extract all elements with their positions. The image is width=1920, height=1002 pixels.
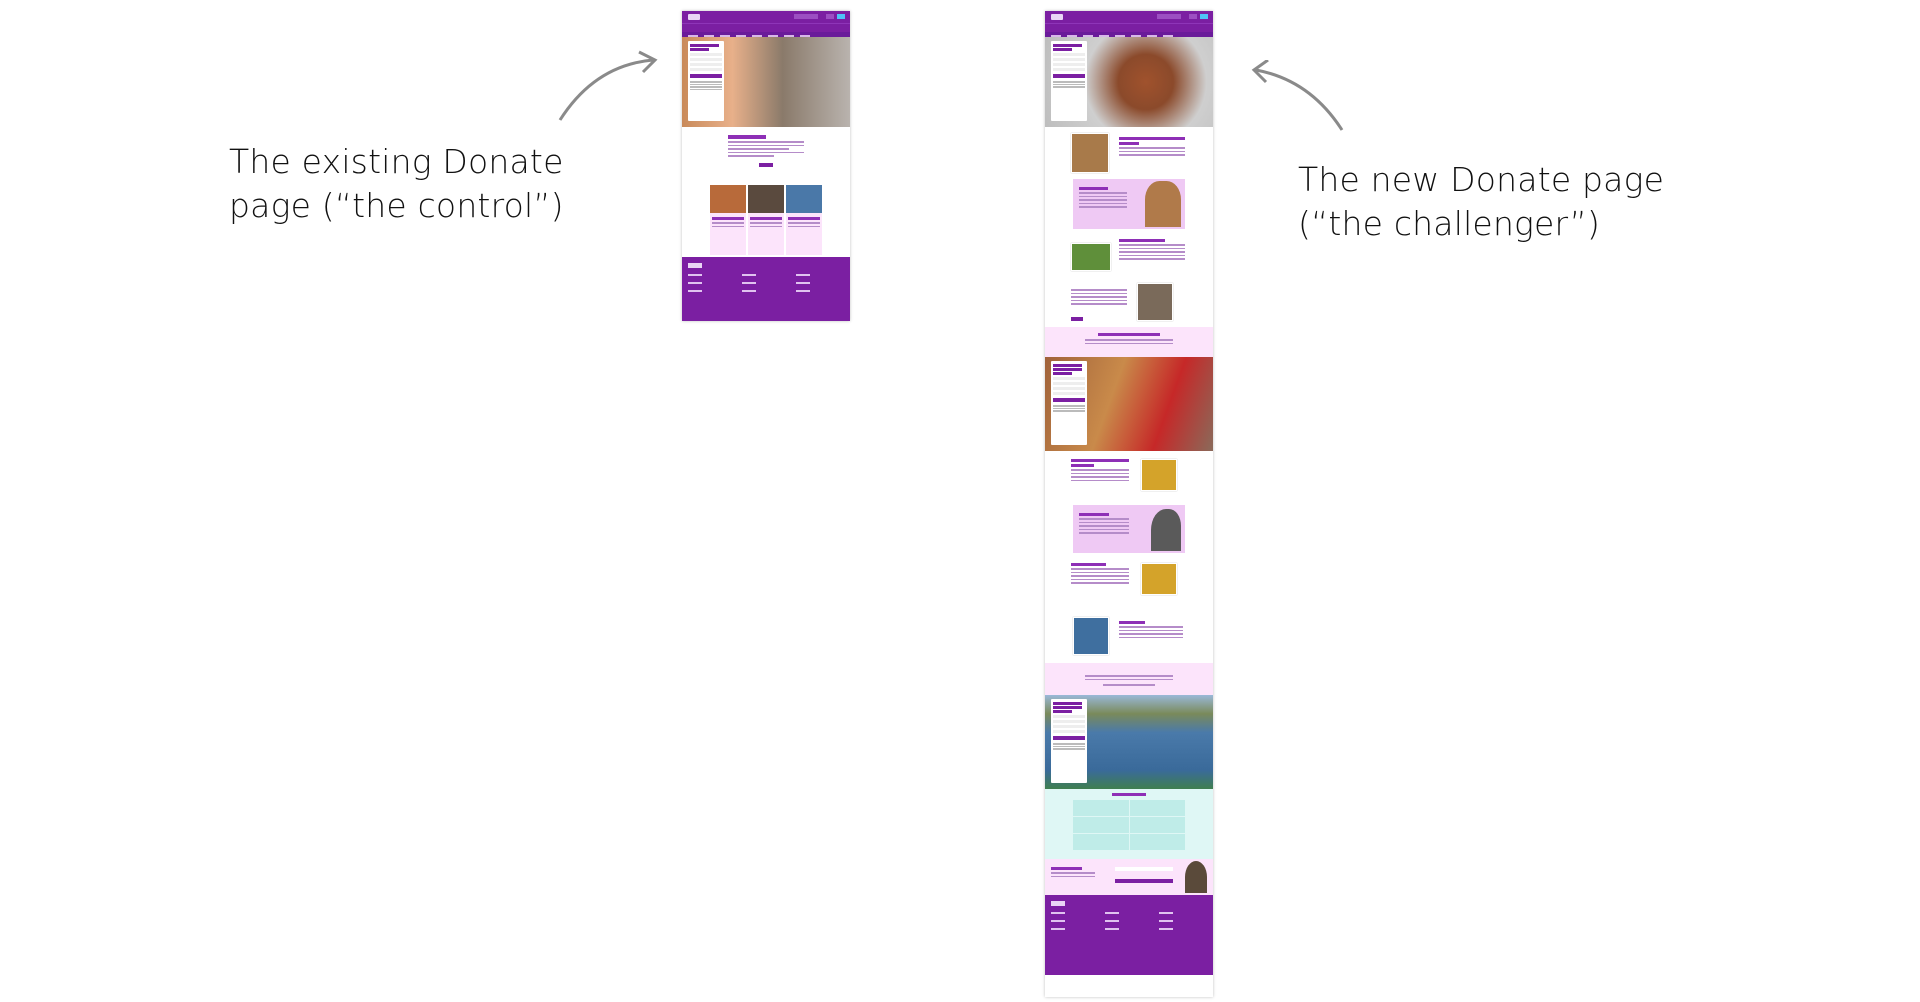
spca-logo xyxy=(1051,14,1063,20)
story-starving xyxy=(1045,127,1213,179)
challenger-page-screenshot xyxy=(1045,11,1213,997)
hero-puppy-red-blanket xyxy=(1045,357,1213,451)
search-input[interactable] xyxy=(794,14,818,19)
login-button[interactable] xyxy=(826,14,834,19)
quote-band xyxy=(1045,663,1213,695)
ways-tile[interactable] xyxy=(1129,800,1185,816)
read-more-button[interactable] xyxy=(1071,317,1083,321)
story-entanglement xyxy=(1045,451,1213,505)
story-card-ariel[interactable] xyxy=(786,185,822,255)
stories-grid xyxy=(682,185,850,257)
ways-tile[interactable] xyxy=(1073,834,1129,850)
donate-now-button[interactable] xyxy=(759,162,773,167)
arrow-to-challenger-icon xyxy=(1251,60,1344,131)
puppies-photo xyxy=(1071,133,1109,173)
dog-in-grass-photo xyxy=(1071,243,1111,271)
story-card-clementine[interactable] xyxy=(748,185,784,255)
story-cocoplum xyxy=(1045,229,1213,281)
cockapoo-photo xyxy=(1145,181,1181,227)
breadcrumb xyxy=(1045,32,1213,37)
signup-button[interactable] xyxy=(1115,879,1173,883)
ways-to-support xyxy=(1045,789,1213,859)
seal-pup-towel-photo xyxy=(1141,563,1177,595)
donation-form-card[interactable] xyxy=(688,41,724,121)
continue-button[interactable] xyxy=(690,74,722,78)
hero-puppy xyxy=(1045,37,1213,127)
main-nav xyxy=(682,23,850,37)
site-header xyxy=(682,11,850,23)
hero-seal-estuary xyxy=(1045,695,1213,789)
email-input[interactable] xyxy=(1115,867,1173,871)
be-part-section xyxy=(682,127,850,185)
main-nav xyxy=(1045,23,1213,37)
otter-photo xyxy=(1185,861,1207,893)
search-input[interactable] xyxy=(1157,14,1181,19)
donate-button[interactable] xyxy=(837,14,845,19)
site-footer xyxy=(1045,895,1213,975)
family-photo xyxy=(1137,283,1173,321)
seal-release-photo xyxy=(1073,617,1109,655)
ways-tile[interactable] xyxy=(1073,817,1129,833)
story-card-skye[interactable] xyxy=(710,185,746,255)
donation-form-card[interactable] xyxy=(1051,41,1087,121)
ways-tile[interactable] xyxy=(1129,834,1185,850)
seal-head-photo xyxy=(1151,509,1181,551)
arrow-to-control-icon xyxy=(558,50,658,121)
site-footer xyxy=(682,257,850,321)
donation-form-card-2[interactable] xyxy=(1051,361,1087,445)
story-life-on-line xyxy=(1073,179,1185,229)
donate-button-3[interactable] xyxy=(1053,736,1085,740)
story-happy-ending xyxy=(1045,607,1213,663)
hero-cat-dog xyxy=(682,37,850,127)
story-common-occurrence xyxy=(1073,505,1185,553)
donations-band xyxy=(1045,327,1213,357)
seal-pup-photo xyxy=(1141,459,1177,491)
donation-form-card-3[interactable] xyxy=(1051,699,1087,783)
site-header xyxy=(1045,11,1213,23)
spca-logo xyxy=(688,14,700,20)
story-best-place xyxy=(1045,553,1213,607)
donate-button[interactable] xyxy=(1200,14,1208,19)
signup-section xyxy=(1045,859,1213,895)
breadcrumb xyxy=(682,32,850,37)
ways-tile[interactable] xyxy=(1129,817,1185,833)
ways-tile[interactable] xyxy=(1073,800,1129,816)
donate-button-2[interactable] xyxy=(1053,398,1085,402)
story-family xyxy=(1045,281,1213,327)
challenger-label: The new Donate page (“the challenger”) xyxy=(1298,160,1665,243)
login-button[interactable] xyxy=(1189,14,1197,19)
control-label: The existing Donate page (“the control”) xyxy=(229,142,564,225)
continue-button[interactable] xyxy=(1053,74,1085,78)
control-page-screenshot xyxy=(682,11,850,321)
